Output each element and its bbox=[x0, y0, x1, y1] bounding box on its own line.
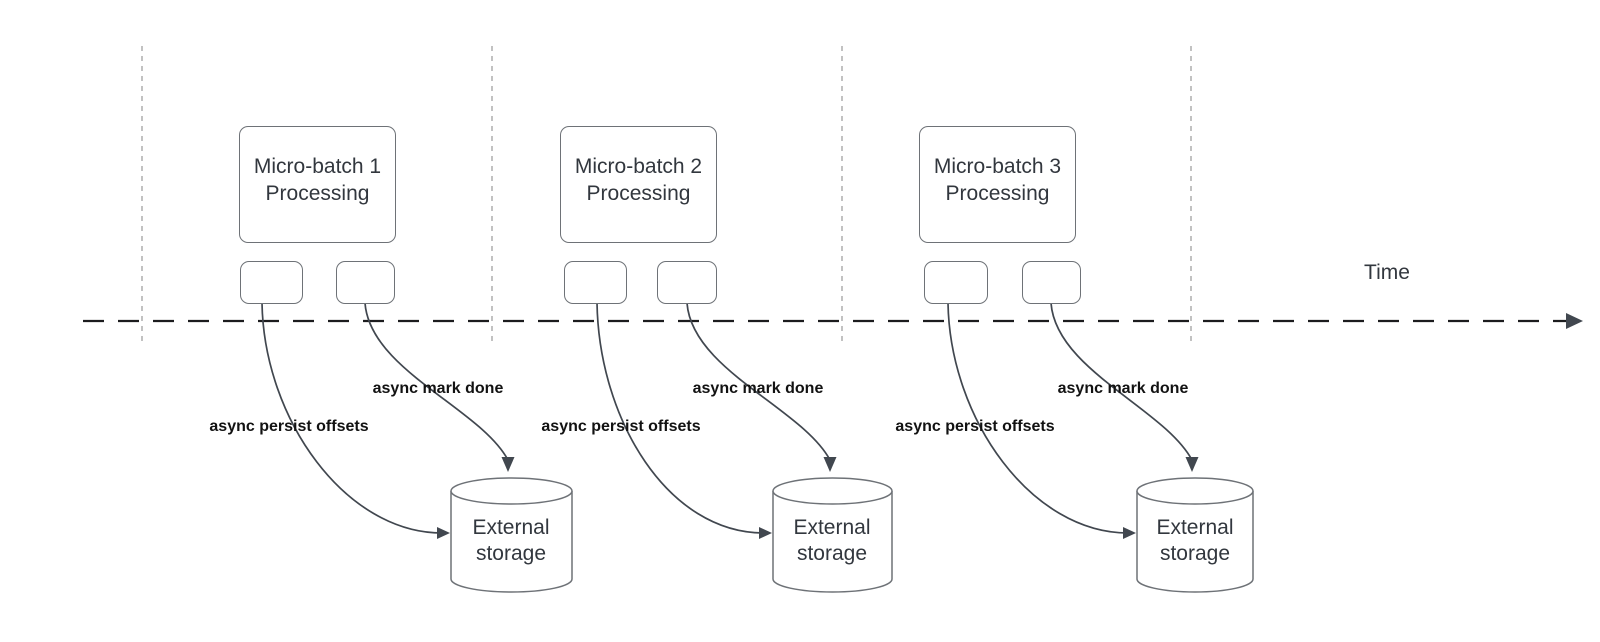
time-axis-label: Time bbox=[1364, 261, 1410, 284]
batch-3-flows bbox=[947, 302, 1254, 593]
persist-offsets-arrow-1 bbox=[261, 302, 443, 534]
mark-done-arrow-1 bbox=[364, 302, 509, 461]
cylinder-rim-3 bbox=[1136, 490, 1254, 505]
mark-done-arrowhead-icon bbox=[823, 457, 837, 472]
offset-box-1a bbox=[240, 261, 303, 304]
mark-done-arrowhead-icon bbox=[1185, 457, 1199, 472]
cylinder-rim-2 bbox=[772, 490, 893, 505]
external-storage-label-1: External storage bbox=[472, 516, 550, 565]
micro-batch-2-box: Micro-batch 2 Processing bbox=[560, 126, 717, 243]
external-storage-cylinder-1 bbox=[450, 477, 573, 593]
offset-box-2b bbox=[657, 261, 717, 304]
offset-box-2a bbox=[564, 261, 627, 304]
external-storage-cylinder-2 bbox=[772, 477, 893, 593]
cylinder-rim-1 bbox=[450, 490, 573, 505]
persist-offsets-arrowhead-icon bbox=[759, 527, 772, 539]
mark-done-label-1: async mark done bbox=[372, 380, 504, 397]
persist-offsets-label-1: async persist offsets bbox=[209, 418, 369, 435]
mark-done-arrowhead-icon bbox=[501, 457, 515, 472]
persist-offsets-label-3: async persist offsets bbox=[895, 418, 1055, 435]
micro-batch-3-box: Micro-batch 3 Processing bbox=[919, 126, 1076, 243]
offset-box-3b bbox=[1022, 261, 1081, 304]
offset-box-1b bbox=[336, 261, 395, 304]
external-storage-label-3: External storage bbox=[1156, 516, 1234, 565]
batch-1-flows bbox=[261, 302, 573, 593]
mark-done-label-3: async mark done bbox=[1057, 380, 1189, 397]
persist-offsets-label-2: async persist offsets bbox=[541, 418, 701, 435]
mark-done-arrow-2 bbox=[686, 302, 831, 461]
persist-offsets-arrowhead-icon bbox=[437, 527, 450, 539]
mark-done-label-2: async mark done bbox=[692, 380, 824, 397]
mark-done-arrow-3 bbox=[1050, 302, 1193, 461]
micro-batch-1-box: Micro-batch 1 Processing bbox=[239, 126, 396, 243]
batch-2-flows bbox=[596, 302, 893, 593]
external-storage-label-2: External storage bbox=[793, 516, 871, 565]
persist-offsets-arrowhead-icon bbox=[1123, 527, 1136, 539]
persist-offsets-arrow-3 bbox=[947, 302, 1129, 534]
offset-box-3a bbox=[924, 261, 988, 304]
persist-offsets-arrow-2 bbox=[596, 302, 765, 534]
time-axis-arrowhead-icon bbox=[1566, 313, 1583, 329]
external-storage-cylinder-3 bbox=[1136, 477, 1254, 593]
